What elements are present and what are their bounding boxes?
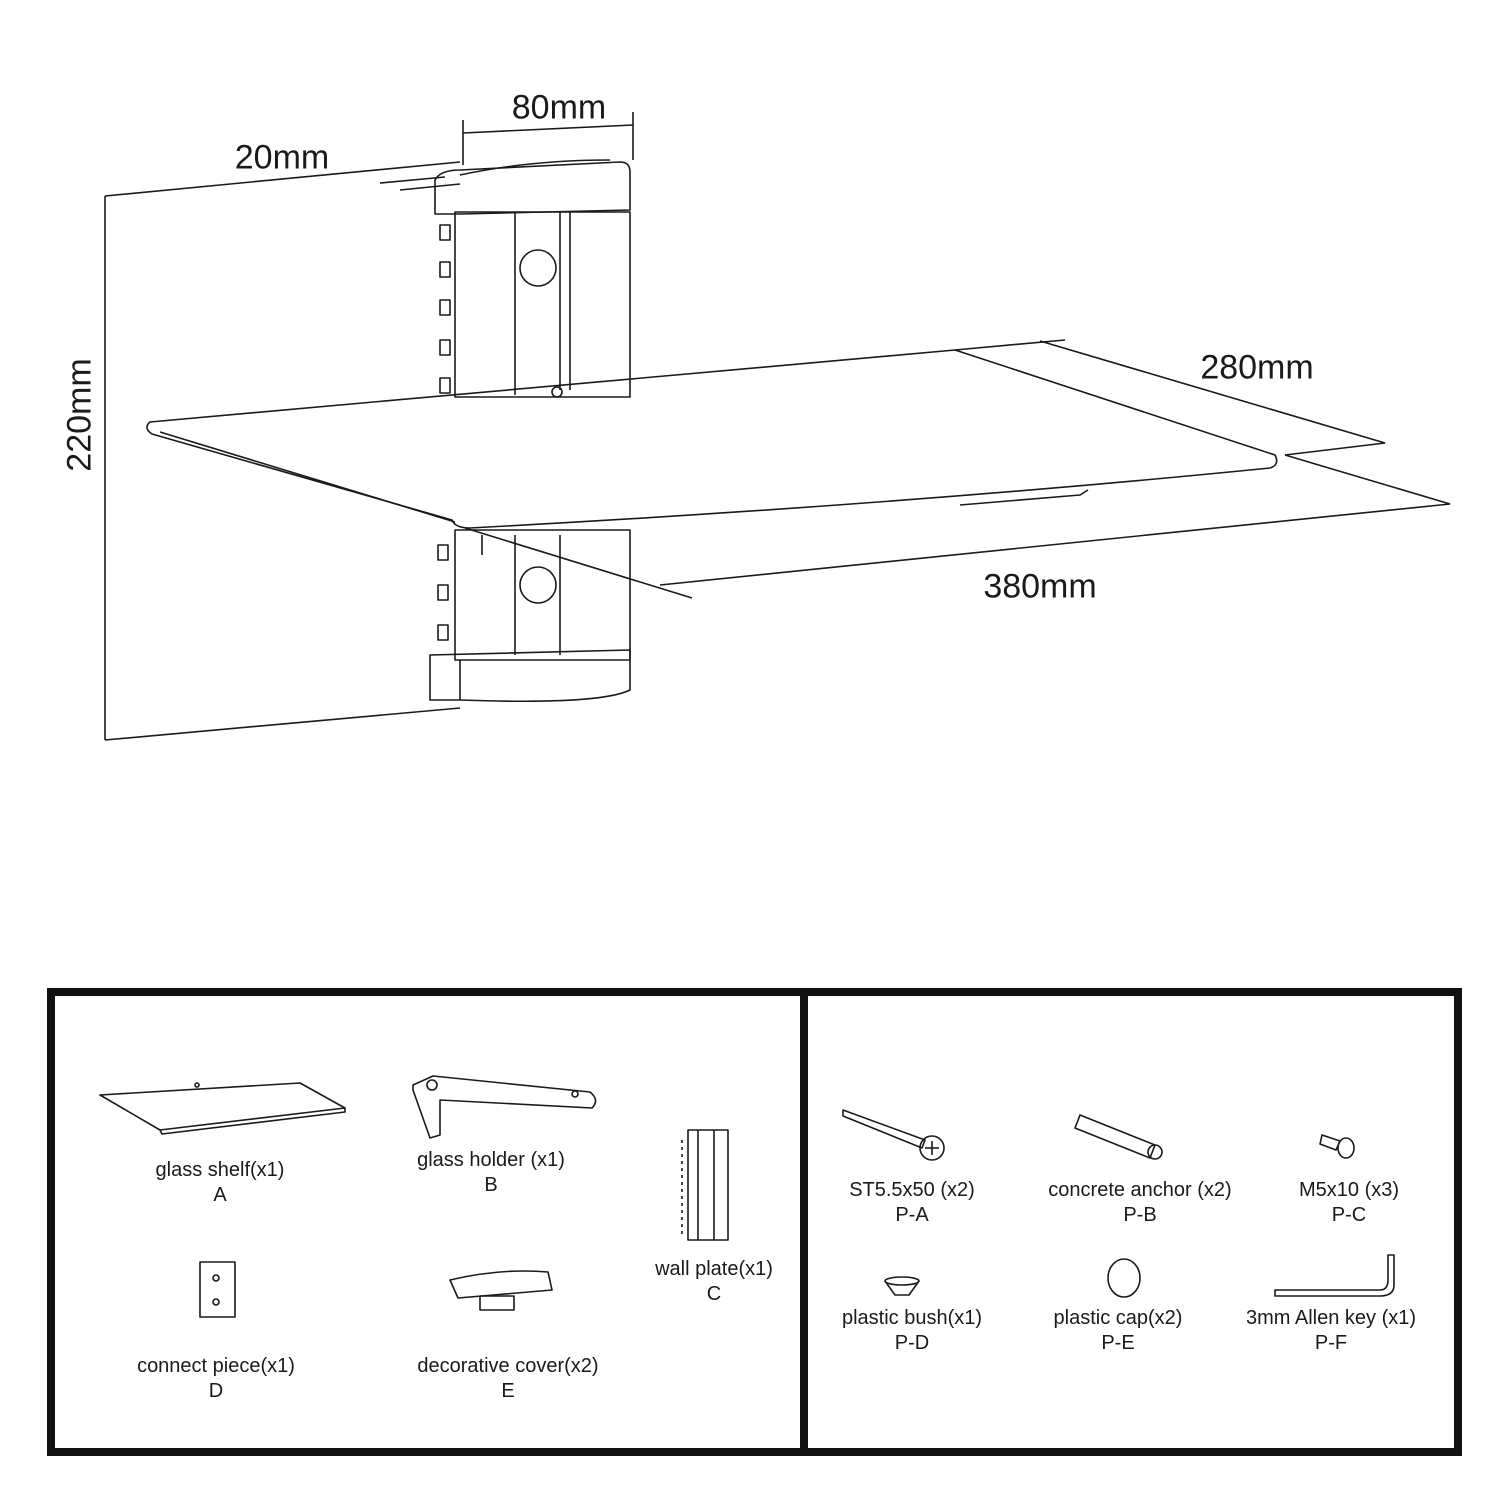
connect-piece-icon — [199, 1261, 236, 1318]
cap-icon — [1107, 1258, 1141, 1298]
part-b-label: glass holder (x1)B — [417, 1149, 565, 1196]
bush-icon — [884, 1276, 920, 1296]
dimension-280mm-line — [1039, 340, 1451, 505]
wall-outline — [104, 161, 461, 741]
dimension-label-280mm: 280mm — [1200, 348, 1314, 387]
dimension-80mm-line — [462, 112, 634, 165]
dimension-label-380mm: 380mm — [983, 567, 1097, 606]
part-c-label: wall plate(x1)C — [655, 1258, 773, 1305]
anchor-icon — [1074, 1114, 1163, 1160]
wall-bracket-lower — [429, 529, 631, 703]
dimension-label-220mm: 220mm — [60, 358, 99, 472]
dimension-380mm-line — [464, 503, 1451, 599]
hardware-pd-label: plastic bush(x1)P-D — [841, 1307, 983, 1354]
part-a-label: glass shelf(x1)A — [155, 1159, 285, 1206]
decorative-cover-icon — [449, 1270, 553, 1311]
allen-key-icon — [1274, 1254, 1395, 1297]
hardware-pf-label: 3mm Allen key (x1)P-F — [1245, 1307, 1417, 1354]
glass-shelf-drawing — [146, 339, 1278, 529]
glass-shelf-icon — [99, 1082, 346, 1135]
hardware-pe-label: plastic cap(x2)P-E — [1053, 1307, 1183, 1354]
bolt-icon — [1319, 1134, 1355, 1159]
hardware-pc-label: M5x10 (x3)P-C — [1298, 1179, 1400, 1226]
hardware-pa-label: ST5.5x50 (x2)P-A — [849, 1179, 975, 1226]
screw-icon — [842, 1109, 945, 1161]
parts-list-box — [47, 988, 1462, 1456]
dimension-label-80mm: 80mm — [511, 88, 607, 127]
wall-bracket-upper — [434, 159, 631, 398]
glass-holder-icon — [412, 1075, 597, 1139]
parts-divider — [800, 988, 808, 1456]
part-e-label: decorative cover(x2)E — [417, 1355, 599, 1402]
hardware-pb-label: concrete anchor (x2)P-B — [1048, 1179, 1232, 1226]
dimension-20mm-line — [379, 176, 461, 191]
wall-plate-icon — [681, 1129, 729, 1241]
part-d-label: connect piece(x1)D — [137, 1355, 295, 1402]
dimension-label-20mm: 20mm — [234, 138, 330, 177]
